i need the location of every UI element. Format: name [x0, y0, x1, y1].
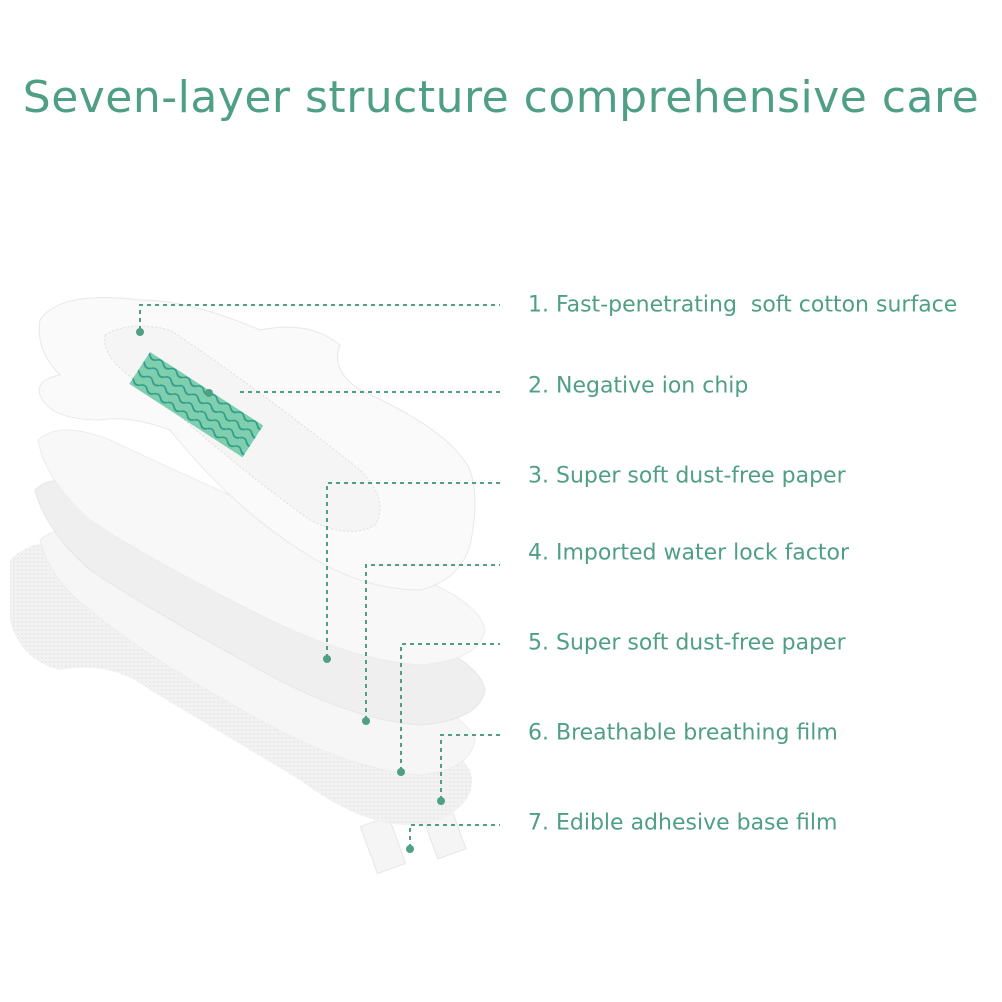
- layer-label-3: 3. Super soft dust-free paper: [528, 463, 846, 489]
- layer-7-base: [359, 810, 467, 875]
- layer-label-1: 1. Fast-penetrating soft cotton surface: [528, 292, 958, 318]
- layer-label-2: 2. Negative ion chip: [528, 373, 749, 399]
- layer-label-5: 5. Super soft dust-free paper: [528, 630, 846, 656]
- layer-label-4: 4. Imported water lock factor: [528, 540, 850, 566]
- leader-dots: [136, 328, 445, 853]
- layer-label-7: 7. Edible adhesive base film: [528, 810, 838, 836]
- layer-3-paper: [37, 429, 486, 666]
- leader-lines: [139, 304, 500, 848]
- layer-label-6: 6. Breathable breathing film: [528, 720, 838, 746]
- page-title: Seven-layer structure comprehensive care: [22, 72, 980, 123]
- layer-2-negative-ion-chip: [129, 352, 264, 458]
